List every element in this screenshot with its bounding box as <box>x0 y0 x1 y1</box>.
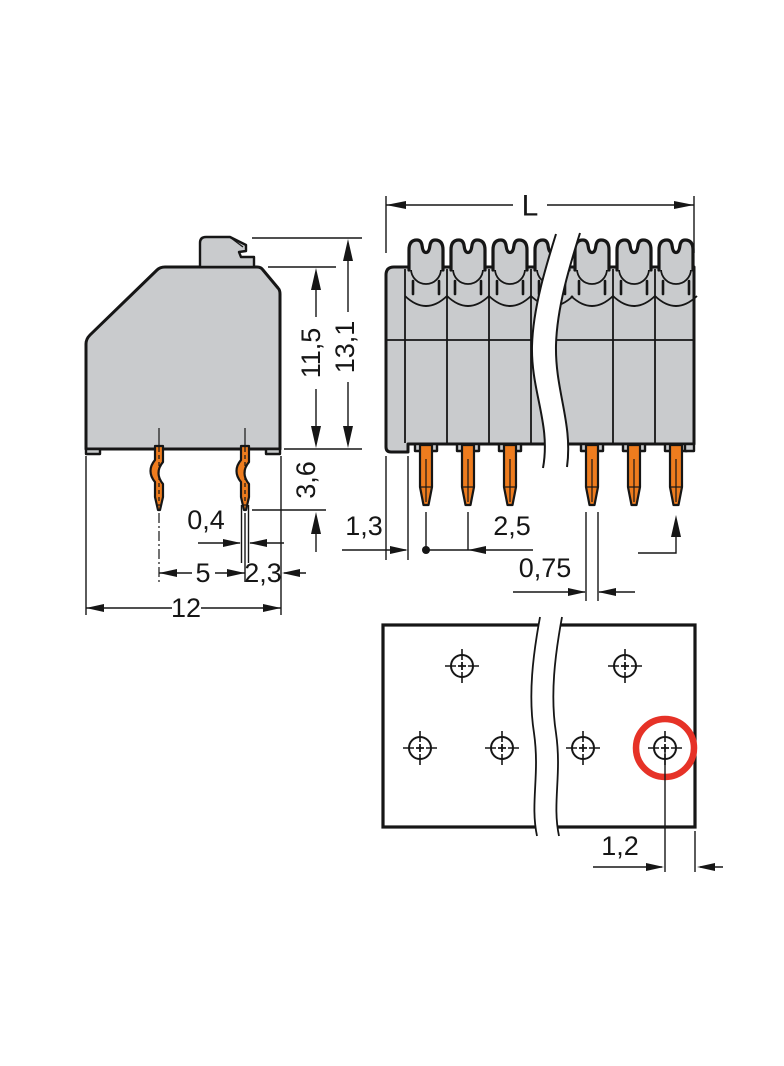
front-view: L 1,3 2,5 0,75 <box>342 190 699 601</box>
arrowhead <box>282 569 300 577</box>
solder-pin <box>460 443 476 507</box>
arrowhead <box>227 569 245 577</box>
dim-left-margin: 1,3 <box>342 456 409 560</box>
break-line <box>530 616 541 837</box>
housing-body <box>84 265 282 451</box>
actuation-hump <box>615 238 653 272</box>
actuation-hump <box>449 238 487 272</box>
dim-label-upper-height: 11,5 <box>296 328 326 379</box>
arrowhead <box>386 201 406 209</box>
dim-total-height: 13,1 <box>252 237 362 448</box>
dim-label-total-height: 13,1 <box>330 321 360 374</box>
solder-pin <box>502 443 518 507</box>
arrowhead <box>646 863 664 871</box>
pin-leader-arrow <box>638 515 681 554</box>
arrowhead <box>223 539 241 547</box>
side-view: 13,1 11,5 3,6 0,4 <box>84 235 362 623</box>
actuation-hump <box>573 238 611 272</box>
arrowhead <box>697 863 715 871</box>
dim-label-pin-protrusion: 3,6 <box>291 461 321 499</box>
dim-label-pin-pitch: 2,5 <box>493 511 531 541</box>
dim-hole-to-edge: 1,2 <box>593 752 723 872</box>
solder-pin <box>584 443 600 507</box>
dim-label-pin-to-edge: 2,3 <box>244 558 282 588</box>
pin-center-line <box>158 428 246 448</box>
housing-foot <box>264 447 282 456</box>
dim-overall-depth: 12 <box>85 456 281 623</box>
extension-line <box>385 456 409 560</box>
arrowhead <box>311 512 321 534</box>
dim-label-pin-width: 0,75 <box>519 553 572 583</box>
arrowhead <box>390 546 408 554</box>
arrowhead <box>311 268 321 290</box>
dim-label-hole-to-edge: 1,2 <box>601 831 639 861</box>
push-tab <box>198 235 256 269</box>
dim-pin-pitch: 2,5 <box>422 511 533 554</box>
actuation-hump <box>491 238 529 272</box>
arrowhead <box>598 588 616 596</box>
dim-pin-protrusion: 3,6 <box>252 461 326 552</box>
solder-pin <box>626 443 642 507</box>
arrowhead <box>311 426 321 448</box>
dim-label-overall-depth: 12 <box>171 593 201 623</box>
dim-label-overall-length: L <box>522 190 539 223</box>
solder-pin <box>149 444 165 512</box>
dim-overall-length: L <box>385 190 695 253</box>
arrowhead <box>263 604 281 612</box>
solder-pin <box>235 444 251 512</box>
extension-line <box>240 505 250 563</box>
dim-upper-height: 11,5 <box>268 266 336 448</box>
dim-pin-to-edge: 2,3 <box>244 456 306 615</box>
pole-divider <box>404 269 656 443</box>
arrowhead <box>343 239 353 261</box>
arrowhead <box>674 201 694 209</box>
dim-label-left-margin: 1,3 <box>345 511 383 541</box>
arrowhead <box>249 539 267 547</box>
extension-line <box>664 752 696 872</box>
leader-line <box>638 522 677 554</box>
arrowhead <box>86 604 104 612</box>
dim-pin-width: 0,75 <box>513 512 635 601</box>
extension-line <box>425 512 469 550</box>
pcb-drilling-view: 1,2 <box>381 616 723 872</box>
dim-pin-thickness: 0,4 <box>187 505 284 563</box>
break-line <box>554 232 581 468</box>
break-line <box>530 233 557 469</box>
solder-pin <box>668 443 684 507</box>
arrowhead <box>159 569 177 577</box>
extension-line <box>585 512 599 601</box>
dim-label-pin-spacing: 5 <box>195 558 210 588</box>
break-line <box>552 616 563 837</box>
dim-label-pin-thickness: 0,4 <box>187 505 225 535</box>
break-band <box>531 233 580 468</box>
arrowhead <box>343 426 353 448</box>
push-tab-notch-line <box>230 237 244 248</box>
arrowhead <box>568 588 586 596</box>
actuation-hump <box>657 238 695 272</box>
dim-pin-spacing: 5 <box>158 513 246 588</box>
housing-foot <box>84 447 102 456</box>
arrowhead <box>671 515 681 537</box>
solder-pin <box>418 443 434 507</box>
actuation-hump <box>407 238 445 272</box>
housing-foot <box>683 442 696 453</box>
arrowhead <box>468 546 486 554</box>
